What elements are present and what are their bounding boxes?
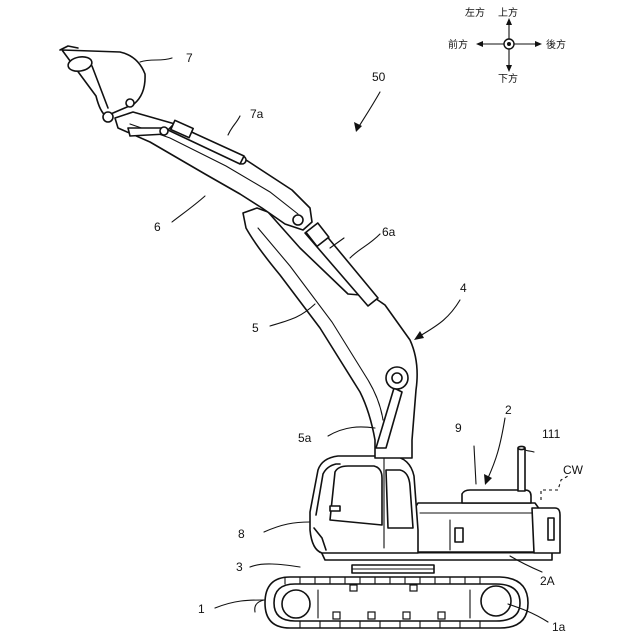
label-4: 4 xyxy=(460,281,467,295)
label-7: 7 xyxy=(186,51,193,65)
label-8: 8 xyxy=(238,527,245,541)
label-50: 50 xyxy=(372,70,386,84)
label-6: 6 xyxy=(154,220,161,234)
label-2: 2 xyxy=(505,403,512,417)
label-6a: 6a xyxy=(382,225,396,239)
compass-front-label: 前方 xyxy=(448,38,468,51)
compass-down-label: 下方 xyxy=(498,72,518,85)
label-2A: 2A xyxy=(540,574,555,588)
label-111: 111 xyxy=(542,427,561,441)
crawler-track xyxy=(265,577,528,628)
compass-up-label: 上方 xyxy=(498,6,518,19)
label-CW: CW xyxy=(563,463,584,477)
direction-compass: 左方 上方 前方 後方 下方 xyxy=(448,6,566,85)
label-5: 5 xyxy=(252,321,259,335)
operator-cab xyxy=(310,456,418,553)
bucket xyxy=(60,46,145,122)
compass-left-label: 左方 xyxy=(465,6,485,19)
compass-back-label: 後方 xyxy=(546,38,566,51)
label-1: 1 xyxy=(198,602,205,616)
label-3: 3 xyxy=(236,560,243,574)
label-7a: 7a xyxy=(250,107,264,121)
label-9: 9 xyxy=(455,421,462,435)
label-1a: 1a xyxy=(552,620,566,634)
swing-bearing xyxy=(352,565,434,573)
label-5a: 5a xyxy=(298,431,312,445)
